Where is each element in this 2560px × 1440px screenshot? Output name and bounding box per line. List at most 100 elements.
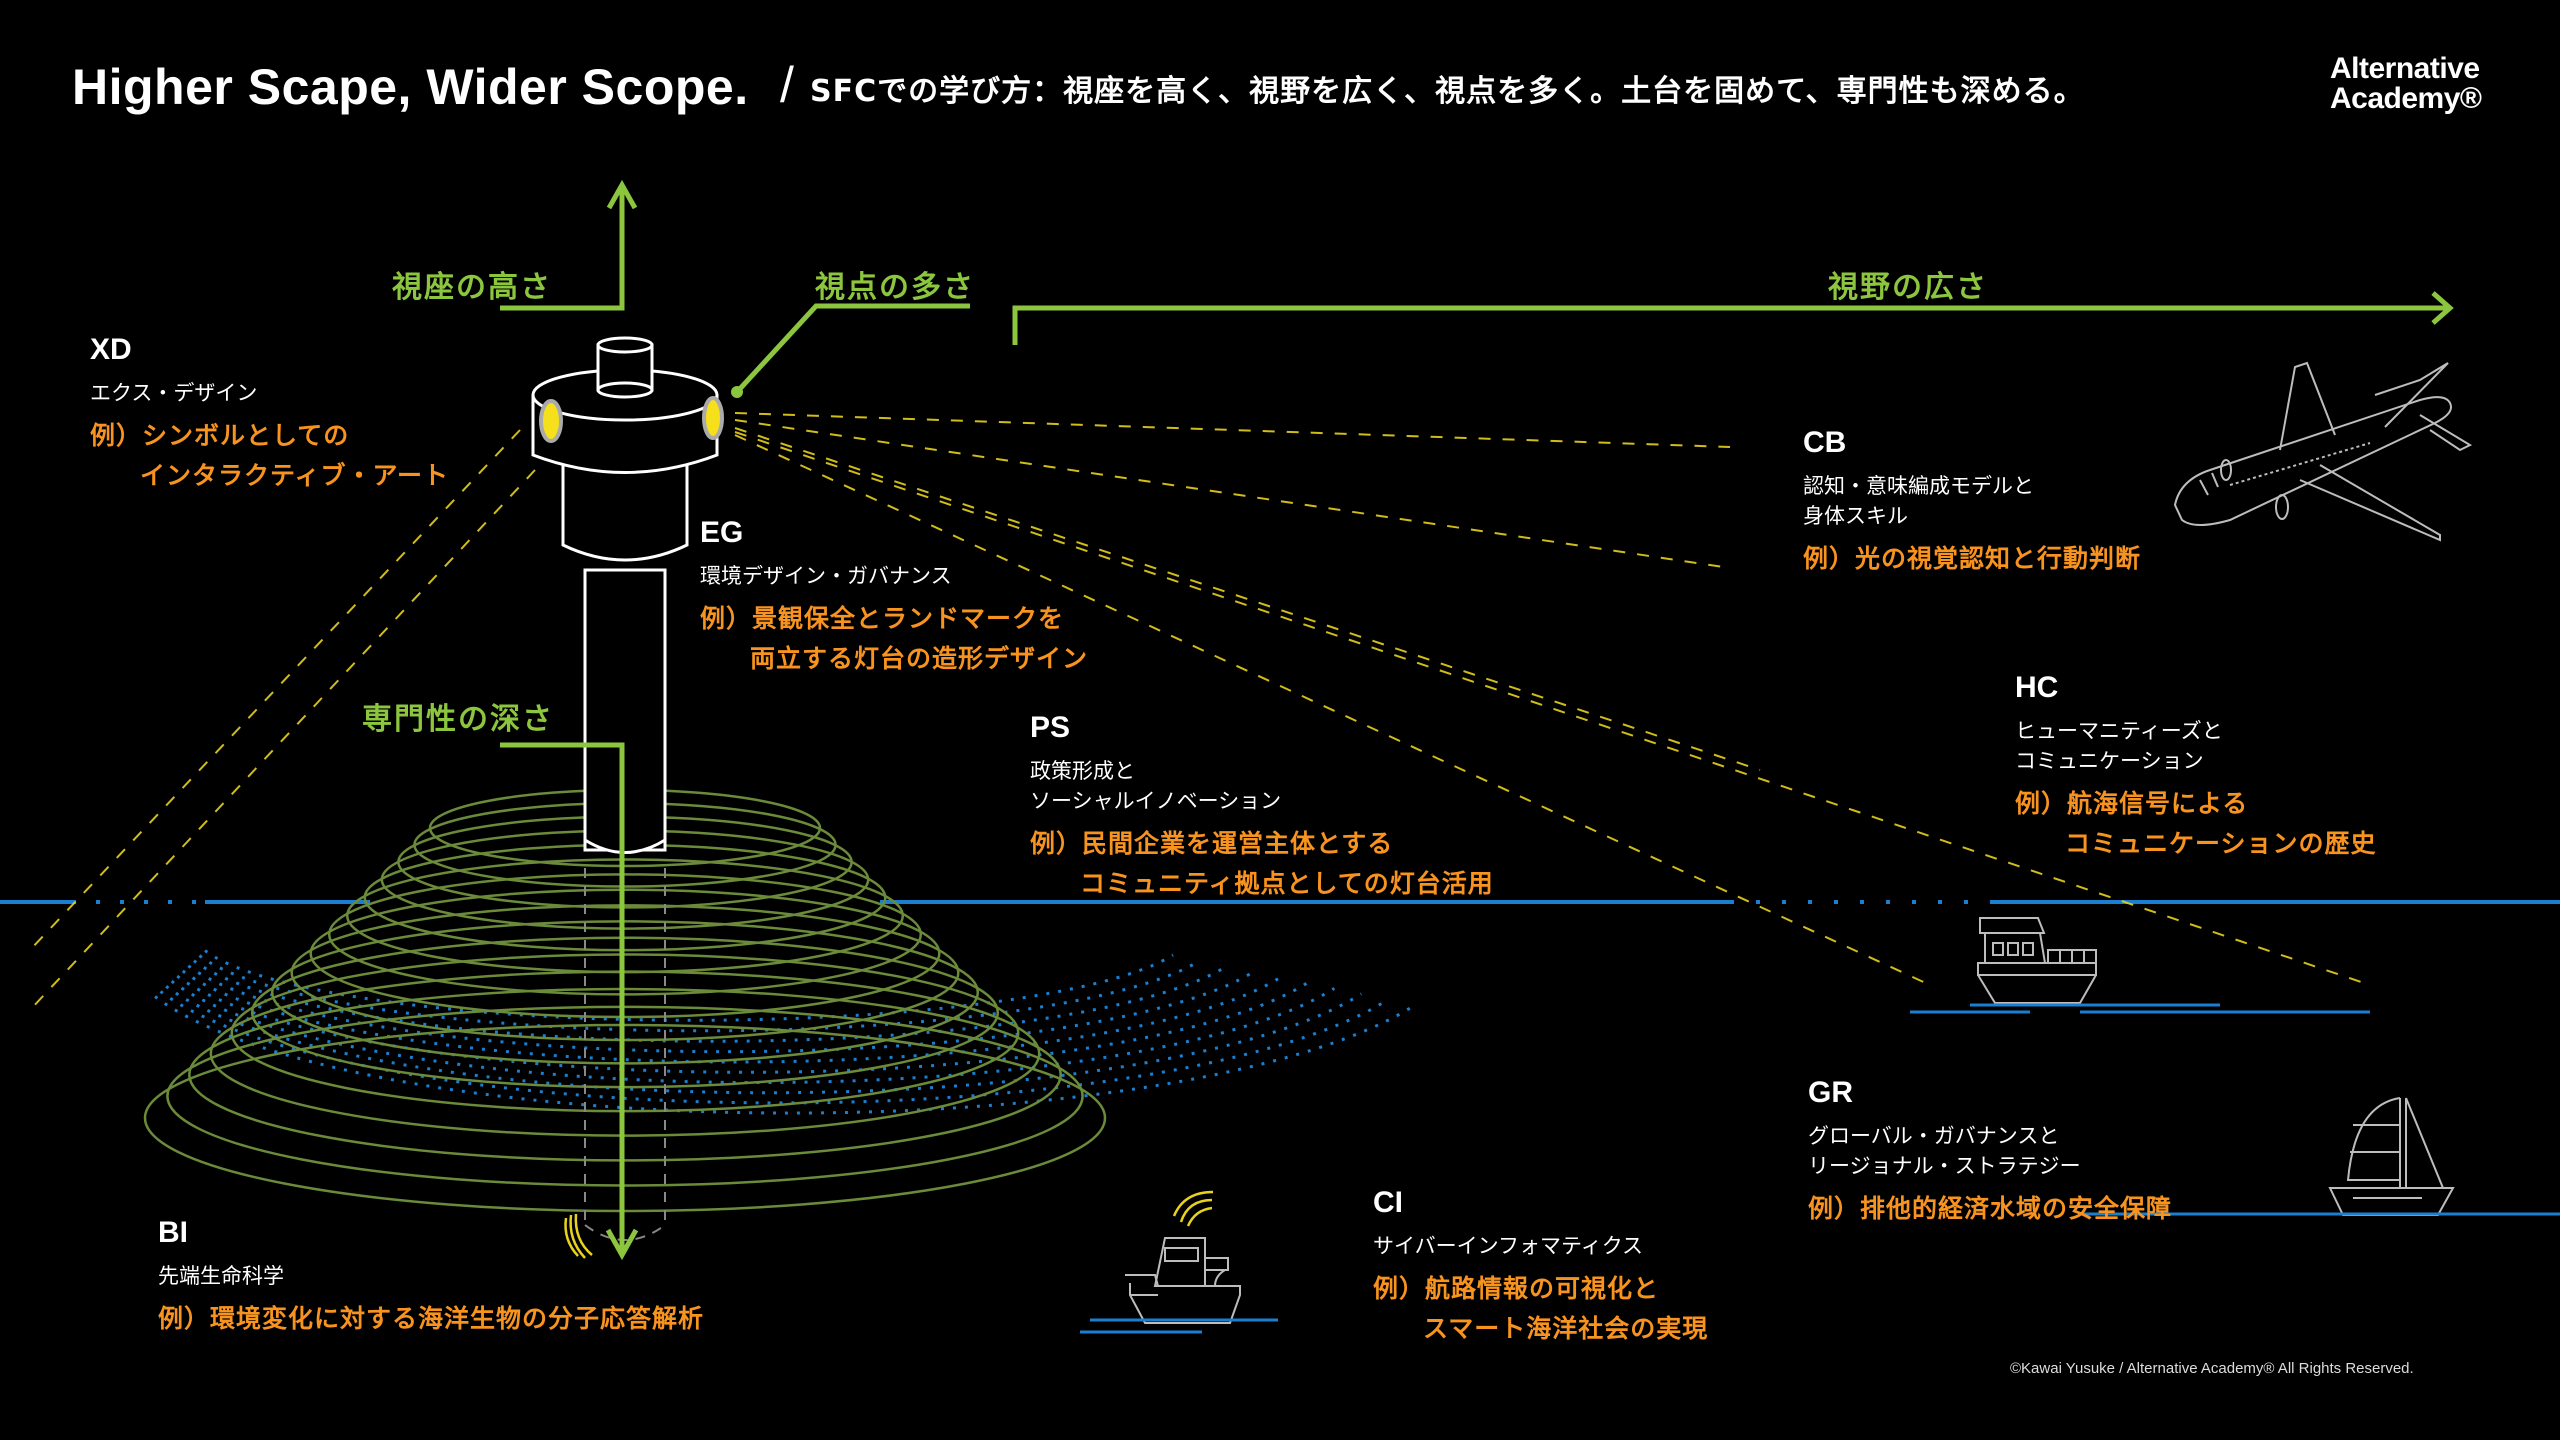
height-arrow xyxy=(500,185,625,311)
viewpoints-dot xyxy=(731,386,743,398)
depth-arrow xyxy=(500,742,625,1250)
program-code: PS xyxy=(1030,711,1071,744)
mound-contour-ring xyxy=(250,936,1000,1089)
program-example: 例）民間企業を運営主体とする コミュニティ拠点としての灯台活用 xyxy=(1030,824,1494,904)
lamp-right xyxy=(702,396,724,440)
field-line: サイバーインフォマティクス xyxy=(1373,1234,1644,1258)
cargo-ship-icon xyxy=(1977,917,2097,1004)
program-code: HC xyxy=(2015,671,2059,704)
sonar-waves-icon xyxy=(564,1213,593,1259)
mound-contour-ring xyxy=(327,873,923,996)
program-field: 認知・意味編成モデルと 身体スキル xyxy=(1803,471,2141,531)
program-example: 例）シンボルとしての インタラクティブ・アート xyxy=(90,416,449,496)
program-field: 政策形成と ソーシャルイノベーション xyxy=(1030,756,1494,816)
logo-line-2: Academy® xyxy=(2330,82,2482,115)
underwater-contour-ring xyxy=(159,990,1389,1105)
underwater-contour-ring xyxy=(187,964,1255,1054)
title-divider: / xyxy=(780,57,794,113)
mound-contour-ring xyxy=(188,987,1062,1162)
underwater-contour-ring xyxy=(165,985,1363,1095)
example-line: コミュニケーションの歴史 xyxy=(2065,829,2377,858)
example-line: 例）排他的経済水域の安全保障 xyxy=(1808,1194,2173,1223)
viewpoints-leader xyxy=(735,303,970,394)
program-field: エクス・デザイン xyxy=(90,378,449,408)
program-example: 例）景観保全とランドマークを 両立する灯台の造形デザイン xyxy=(700,599,1088,679)
program-example: 例）環境変化に対する海洋生物の分子応答解析 xyxy=(158,1299,704,1339)
field-line: リージョナル・ストラテジー xyxy=(1808,1154,2081,1178)
program-block-eg: EG 環境デザイン・ガバナンス 例）景観保全とランドマークを 両立する灯台の造形… xyxy=(700,515,1088,679)
program-block-hc: HC ヒューマニティーズと コミュニケーション 例）航海信号による コミュニケー… xyxy=(2015,670,2377,864)
program-field: ヒューマニティーズと コミュニケーション xyxy=(2015,716,2377,776)
underwater-contour-ring xyxy=(181,969,1282,1064)
example-line: コミュニティ拠点としての灯台活用 xyxy=(1080,869,1494,898)
program-block-gr: GR グローバル・ガバナンスと リージョナル・ストラテジー 例）排他的経済水域の… xyxy=(1808,1075,2172,1229)
field-line: グローバル・ガバナンスと xyxy=(1808,1124,2060,1148)
brand-logo: Alternative Academy® xyxy=(2330,54,2482,114)
program-code: GR xyxy=(1808,1076,1853,1109)
mound-contours xyxy=(143,788,1107,1213)
tech-boat-water xyxy=(1080,1318,1278,1334)
axis-label-height: 視座の高さ xyxy=(392,270,552,305)
airplane-icon xyxy=(2173,361,2473,542)
program-example: 例）排他的経済水域の安全保障 xyxy=(1808,1189,2172,1229)
lamp-left xyxy=(539,399,563,443)
mound-contour-ring xyxy=(270,920,980,1065)
example-line: 例）環境変化に対する海洋生物の分子応答解析 xyxy=(158,1304,705,1333)
program-block-ci: CI サイバーインフォマティクス 例）航路情報の可視化と スマート海洋社会の実現 xyxy=(1373,1185,1708,1349)
field-line: コミュニケーション xyxy=(2015,749,2204,773)
program-block-cb: CB 認知・意味編成モデルと 身体スキル 例）光の視覚認知と行動判断 xyxy=(1803,425,2141,579)
tech-boat-icon xyxy=(1125,1237,1241,1324)
lighthouse xyxy=(531,336,724,1241)
field-line: ソーシャルイノベーション xyxy=(1030,789,1282,813)
field-line: 環境デザイン・ガバナンス xyxy=(700,564,952,588)
example-line: 両立する灯台の造形デザイン xyxy=(750,644,1089,673)
page-title: Higher Scape, Wider Scope. xyxy=(72,59,749,115)
example-line: 例）光の視覚認知と行動判断 xyxy=(1803,544,2142,573)
wifi-signal-icon xyxy=(1172,1190,1214,1227)
program-block-bi: BI 先端生命科学 例）環境変化に対する海洋生物の分子応答解析 xyxy=(158,1215,704,1339)
program-code: EG xyxy=(700,516,744,549)
mound-contour-ring xyxy=(209,970,1041,1137)
field-line: エクス・デザイン xyxy=(90,381,258,405)
page-subtitle: SFCでの学び方：視座を高く、視野を広く、視点を多く。土台を固めて、専門性も深め… xyxy=(810,74,2085,109)
example-line: 例）民間企業を運営主体とする xyxy=(1030,829,1394,858)
program-code: BI xyxy=(158,1216,188,1249)
program-field: グローバル・ガバナンスと リージョナル・ストラテジー xyxy=(1808,1121,2172,1181)
program-field: 環境デザイン・ガバナンス xyxy=(700,561,1088,591)
axis-label-viewpoints: 視点の多さ xyxy=(815,270,975,305)
mound-contour-ring xyxy=(143,1023,1107,1213)
example-line: スマート海洋社会の実現 xyxy=(1423,1314,1709,1343)
example-line: 例）航海信号による xyxy=(2015,789,2249,818)
underwater-contour-ring xyxy=(192,959,1228,1043)
field-line: 認知・意味編成モデルと xyxy=(1803,474,2034,498)
field-line: 先端生命科学 xyxy=(158,1264,284,1288)
program-code: CI xyxy=(1373,1186,1403,1219)
program-code: XD xyxy=(90,333,132,366)
mound-contour-ring xyxy=(290,904,960,1042)
axis-arrows xyxy=(500,179,2454,1261)
program-example: 例）航路情報の可視化と スマート海洋社会の実現 xyxy=(1373,1269,1708,1349)
field-line: 政策形成と xyxy=(1030,759,1135,783)
program-example: 例）光の視覚認知と行動判断 xyxy=(1803,539,2141,579)
underwater-contour-ring xyxy=(170,979,1336,1085)
light-beams xyxy=(29,412,2371,1011)
mound-contour-ring xyxy=(230,953,1020,1113)
mound-contour-ring xyxy=(309,888,941,1019)
example-line: 例）航路情報の可視化と xyxy=(1373,1274,1660,1303)
beam-left-inner xyxy=(29,469,536,1011)
cargo-ship-water xyxy=(1910,1003,2370,1014)
example-line: 例）シンボルとしての xyxy=(90,421,350,450)
axis-label-breadth: 視野の広さ xyxy=(1828,270,1988,305)
logo-line-1: Alternative xyxy=(2330,52,2480,85)
program-code: CB xyxy=(1803,426,1847,459)
mound-contour-ring xyxy=(166,1005,1084,1187)
example-line: 例）景観保全とランドマークを xyxy=(700,604,1065,633)
program-field: 先端生命科学 xyxy=(158,1261,704,1291)
field-line: ヒューマニティーズと xyxy=(2015,719,2223,743)
example-line: インタラクティブ・アート xyxy=(140,461,450,490)
program-example: 例）航海信号による コミュニケーションの歴史 xyxy=(2015,784,2377,864)
program-block-ps: PS 政策形成と ソーシャルイノベーション 例）民間企業を運営主体とする コミュ… xyxy=(1030,710,1494,904)
breadth-arrow xyxy=(1012,305,2450,345)
lighthouse-upper-body xyxy=(561,458,689,562)
